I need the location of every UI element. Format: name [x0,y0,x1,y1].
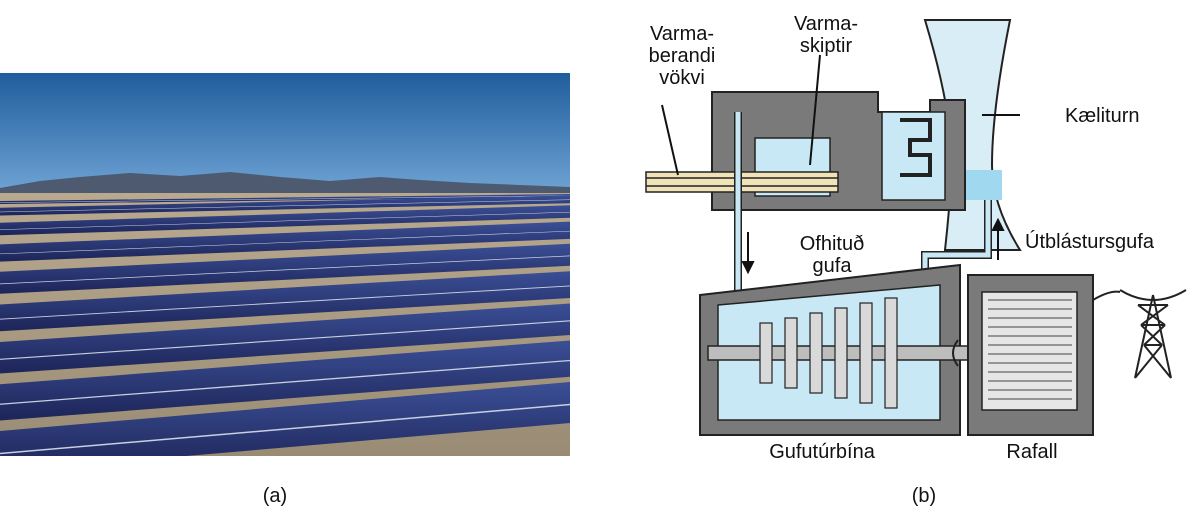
mirror-row [0,243,570,294]
caption-a-wrapper: (a) [263,485,287,507]
mirror-row [0,271,570,332]
condenser-tubes [900,118,932,177]
receiver-tube [0,211,570,230]
receiver-tube [0,403,570,455]
turbine-blade-stack [834,307,848,399]
mirror-rows [0,194,570,456]
receiver-tube [0,359,570,405]
mirror-row [0,221,570,262]
receiver-tube [0,199,570,213]
label-generator: Rafall [1006,441,1057,463]
label-superheated-steam-1: Ofhituð [800,233,864,255]
flow-arrows [741,217,1005,275]
turbine-blades [759,297,898,409]
label-cooling-tower: Kæliturn [1065,105,1139,127]
label-heat-transfer-fluid-3: vökvi [659,67,705,89]
label-heat-transfer-fluid-1: Varma- [650,23,714,45]
receiver-tube [0,195,570,203]
power-plant-diagram: Varma- berandi vökvi Varma- skiptir Kæli… [645,13,1187,507]
mirror-row [0,382,570,456]
label-steam-turbine: Gufutúrbína [769,441,876,463]
turbine-shaft [707,345,989,361]
solar-field-photo [0,73,570,456]
mirror-row [0,205,570,236]
caption-b: (b) [912,485,936,507]
receiver-tube [0,255,570,285]
mountains [0,172,570,198]
label-exhaust-steam: Útblástursgufa [1025,230,1155,253]
label-heat-transfer-fluid-2: berandi [649,45,716,67]
leader-heat-transfer-fluid [661,104,679,176]
leader-heat-exchanger [809,54,821,166]
turbine-blade-stack [884,297,898,409]
transmission-tower-icon [1092,289,1187,379]
turbine-blade-stack [784,317,798,389]
receiver-tube [0,230,570,255]
turbine-blade-stack [759,322,773,384]
label-heat-exchanger-1: Varma- [794,13,858,35]
receiver-tube [0,285,570,320]
sky [0,73,570,193]
turbine-blade-stack [809,312,823,394]
mirror-row [0,195,570,216]
rotation-arrow [952,339,959,367]
label-heat-exchanger-2: skiptir [800,35,853,57]
generator-core [981,291,1078,411]
turbine-blade-stack [859,302,873,404]
generator-windings [988,299,1072,400]
mirror-row [0,303,570,374]
mirror-row [0,340,570,421]
label-superheated-steam-2: gufa [813,255,853,277]
receiver-tube [0,320,570,360]
caption-a: (a) [263,485,287,507]
